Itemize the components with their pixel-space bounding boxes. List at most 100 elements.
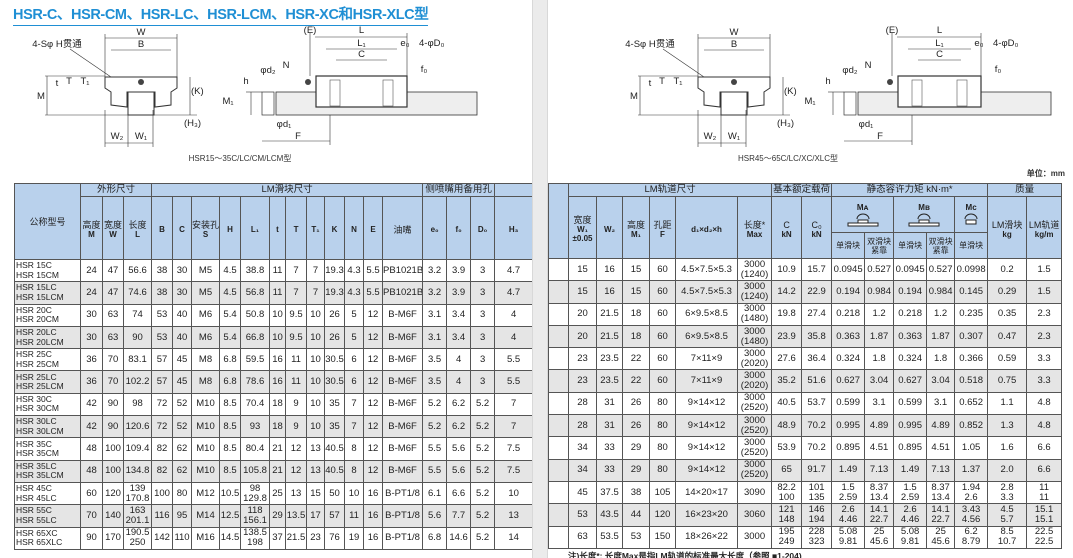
column-unit: kg [1002,229,1012,239]
cut-cell [548,302,569,326]
column-label: C₀ [811,219,822,230]
value-cell: 4.7 [494,281,532,305]
value-cell: 16×23×20 [675,503,738,527]
value-cell: 0.324 [893,347,928,371]
value-cell: 26 [622,391,650,416]
dim-label-M1: M₁ [804,96,815,107]
dim-label-N: N [865,60,872,71]
value-cell: 6.1 [422,481,448,506]
value-cell: 0.652 [954,391,989,416]
value-cell: 5.2 [470,504,496,528]
value-cell: 4.5 5.7 [987,503,1028,527]
value-cell: 5.5 [422,459,448,483]
column-symbol: B [159,224,165,234]
column-header: 长度*Max [736,196,773,259]
value-cell: 5.2 [470,459,496,483]
value-cell: 23.5 [596,369,623,393]
dim-label-through_hole: 4-Sφ H贯通 [625,39,675,50]
value-cell: 63 [568,525,597,549]
value-cell: 6×9.5×8.5 [675,302,738,326]
value-cell: 12 [363,392,384,417]
value-cell: 66.8 [240,325,271,350]
value-cell: 50 [324,481,346,506]
rail-bolt [843,91,857,116]
dim-label-T1: T₁ [80,76,89,87]
value-cell: 1.49 [893,458,928,482]
value-cell: 5.4 [219,303,242,327]
value-cell: 70.2 [801,436,833,460]
model-cell: HSR 30LC HSR 30LCM [14,415,81,439]
column-header-cell: N [346,219,363,238]
value-cell: 195 249 [771,525,803,549]
value-cell: 29 [269,504,287,528]
value-cell: 3.43 4.56 [954,503,989,527]
value-cell: 3.04 [864,369,895,393]
value-cell: 5.5 [494,348,532,372]
value-cell: 3.9 [446,281,472,305]
value-cell: 12 [363,348,384,372]
column-symbol: e₀ [430,224,439,234]
column-header: d₁×d₂×h [675,196,738,259]
rail-front [720,91,748,116]
column-header-cell: E [365,219,382,238]
value-cell: 13.5 [285,504,308,528]
value-cell: 0.29 [987,280,1028,304]
value-cell: 3.2 [422,258,448,283]
value-cell: 12 [363,459,384,483]
value-cell: 3 [470,370,496,394]
dim-label-D0: 4-φD₀ [993,38,1018,49]
value-cell: 16 [363,526,384,550]
value-cell: M8 [191,348,221,372]
value-cell: 29 [622,458,650,482]
value-cell: 70.2 [801,414,833,438]
header-outer-dims: 外形尺寸 [79,183,153,197]
value-cell: 7.7 [446,504,472,528]
value-cell: 0.0945 [893,257,928,282]
value-cell: 4.89 [864,414,895,438]
value-cell: 4.8 [1026,414,1063,438]
footnote: 注)长度*: 长度Max是指LM轨道的标准最大长度（参照 ■1-204) [568,551,802,558]
value-cell: 1.3 [987,414,1028,438]
value-cell: 3000 [736,525,773,549]
value-cell: 15.1 15.1 [1026,503,1063,527]
value-cell: 23.5 [596,347,623,371]
diagram-caption: HSR15～35C/LC/CM/LCM型 [189,154,292,163]
value-cell: 1.87 [864,324,895,349]
value-cell: 13 [306,459,326,483]
value-cell: 10 [344,481,365,506]
column-header: H [219,196,242,260]
value-cell: 45 [568,480,597,505]
dim-label-d1: φd₁ [859,119,874,130]
column-symbol: f₀ [455,224,462,234]
value-cell: B-PT1/8 [382,481,424,506]
value-cell: 5.5 [363,281,384,305]
value-cell: 7 [344,415,365,439]
value-cell: 60 [80,481,103,506]
value-cell: 19 [344,526,365,550]
grease-nipple-icon [731,79,737,85]
moment-subheader: 单滑块 [831,232,866,259]
value-cell: 26 [622,414,650,438]
value-cell: 7.13 [926,458,956,482]
value-cell: 70 [102,348,124,372]
value-cell: 8.37 13.4 [864,480,895,505]
header-cut-column [548,183,569,259]
dim-label-T1: T₁ [673,76,682,87]
column-unit: F [660,229,665,239]
value-cell: 3.1 [422,325,448,350]
value-cell: 0.35 [987,302,1028,326]
value-cell: 38 [622,480,650,505]
side-view [843,75,1052,116]
value-cell: 0.2 [987,257,1028,282]
value-cell: 72 [151,392,174,417]
column-header: H₃ [494,196,532,260]
page-gutter [532,0,548,558]
